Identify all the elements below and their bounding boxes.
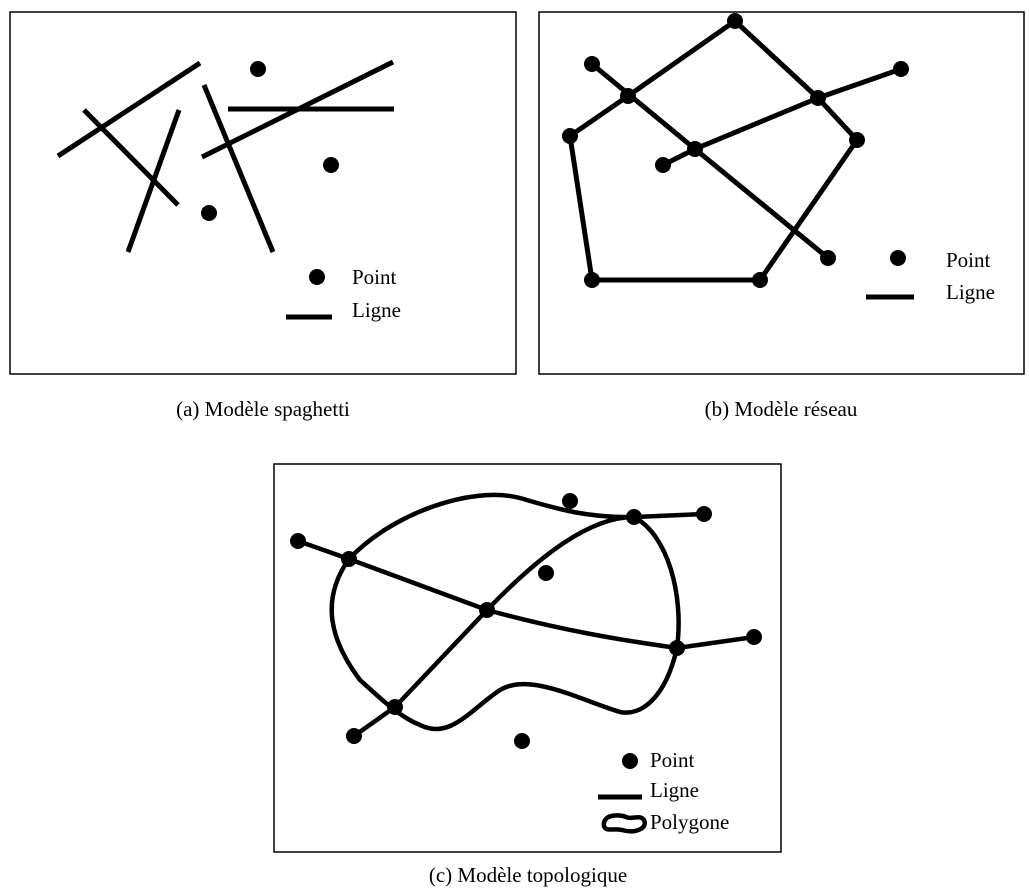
spaghetti-line (201, 84, 276, 253)
network-edge (816, 96, 859, 142)
topology-node (626, 509, 642, 525)
network-node (820, 250, 836, 266)
network-edge (590, 62, 697, 151)
legend-line-label: Ligne (650, 778, 699, 802)
network-node (687, 141, 703, 157)
panel-c-caption: (c) Modèle topologique (429, 863, 627, 887)
legend-point-label: Point (352, 265, 397, 289)
legend-point-symbol (309, 269, 325, 285)
network-node (620, 88, 636, 104)
spaghetti-line (56, 60, 202, 159)
network-node (752, 272, 768, 288)
network-node (727, 13, 743, 29)
panel-a-spaghetti: Point Ligne (a) Modèle spaghetti (9, 11, 517, 421)
topology-node (290, 533, 306, 549)
legend-point-label: Point (650, 748, 695, 772)
panel-c-topological: Point Ligne Polygone (c) Modèle topologi… (273, 463, 782, 887)
spaghetti-point (323, 157, 339, 173)
spaghetti-point (201, 205, 217, 221)
network-node (849, 132, 865, 148)
topology-node (746, 629, 762, 645)
topology-point (538, 565, 554, 581)
topology-point (514, 733, 530, 749)
panel-b-legend: Point Ligne (866, 248, 995, 304)
network-node (893, 61, 909, 77)
legend-point-label: Point (946, 248, 991, 272)
network-edge (757, 138, 860, 282)
topology-node (341, 551, 357, 567)
panel-c-frame (273, 463, 782, 853)
legend-point-symbol (890, 250, 906, 266)
network-edge (733, 19, 820, 100)
topology-node (669, 640, 685, 656)
panel-a-caption: (a) Modèle spaghetti (176, 397, 350, 421)
spaghetti-point (250, 61, 266, 77)
legend-point-symbol (622, 753, 638, 769)
topology-node (346, 728, 362, 744)
legend-polygon-symbol (601, 813, 647, 834)
topology-node (387, 699, 403, 715)
network-edge (626, 18, 737, 99)
legend-line-label: Ligne (946, 280, 995, 304)
network-node (584, 56, 600, 72)
network-edge (817, 66, 902, 101)
spaghetti-line (125, 109, 182, 253)
network-node (655, 157, 671, 173)
panel-b-caption: (b) Modèle réseau (705, 397, 858, 421)
panel-b-network: Point Ligne (b) Modèle réseau (538, 11, 1025, 421)
network-edge (693, 147, 830, 260)
panel-b-frame (538, 11, 1025, 375)
network-edge (568, 93, 630, 139)
network-edge (567, 135, 595, 281)
network-node (584, 272, 600, 288)
spaghetti-line (82, 108, 180, 207)
legend-polygon-label: Polygone (650, 810, 729, 834)
topology-node (479, 602, 495, 618)
topology-polygon-boundary (329, 492, 681, 732)
topology-node (696, 506, 712, 522)
panel-a-legend: Point Ligne (286, 265, 401, 322)
network-edge (694, 95, 819, 152)
network-node (562, 128, 578, 144)
network-node (810, 90, 826, 106)
legend-line-label: Ligne (352, 298, 401, 322)
panel-c-legend: Point Ligne Polygone (598, 748, 729, 834)
topology-point (562, 493, 578, 509)
